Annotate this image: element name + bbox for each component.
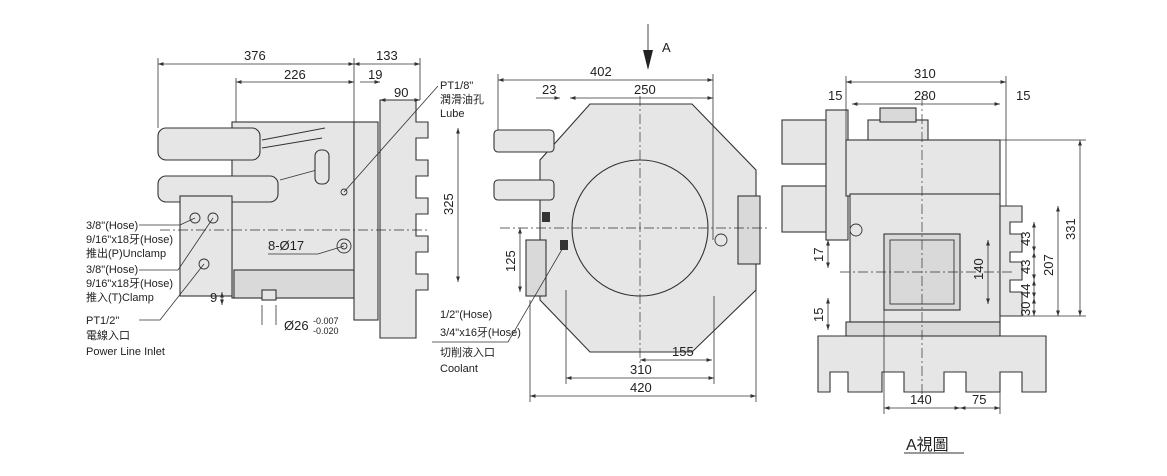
dim-a-207: 207 — [1041, 254, 1056, 276]
a-cylinder-lower — [781, 185, 829, 233]
dim-376: 376 — [244, 48, 266, 63]
dim-325: 325 — [441, 193, 456, 215]
clamp-port-icon — [207, 212, 219, 224]
dim-shaft: Ø26 — [284, 318, 309, 333]
dim-8-holes: 8-Ø17 — [268, 238, 304, 253]
front-view — [432, 24, 770, 402]
power-zh: 電線入口 — [86, 328, 130, 342]
front-tab-right — [737, 195, 761, 265]
dim-a-75: 75 — [972, 392, 986, 407]
a-valve-cap — [879, 107, 917, 123]
dim-a-43a: 43 — [1018, 232, 1033, 246]
unclamp-port-icon — [189, 212, 201, 224]
leader-bolts — [268, 245, 345, 255]
power-en: Power Line Inlet — [86, 346, 165, 358]
unclamp-thread: 9/16"x18牙(Hose) — [86, 234, 173, 246]
dim-a-331: 331 — [1063, 218, 1078, 240]
dim-125: 125 — [503, 250, 518, 272]
side-flange — [353, 121, 379, 321]
lube-fitting — [314, 149, 330, 185]
bolt-hole-icon — [336, 238, 352, 254]
dim-a-280: 280 — [914, 88, 936, 103]
a-cylinder-upper — [781, 119, 829, 165]
unclamp-label: 推出(P)Unclamp — [86, 246, 166, 260]
side-base — [233, 269, 355, 299]
dim-a-140-v: 140 — [971, 258, 986, 280]
dim-90: 90 — [394, 85, 408, 100]
a-cylinder-body — [825, 109, 849, 241]
leader-lube — [343, 85, 439, 193]
dim-402: 402 — [590, 64, 612, 79]
leader-unclamp — [139, 217, 196, 226]
dim-310-front: 310 — [630, 362, 652, 377]
dim-a-30: 30 — [1018, 302, 1033, 316]
dim-a-43b: 43 — [1018, 260, 1033, 274]
leader-coolant — [432, 245, 565, 343]
side-table-teeth — [379, 99, 429, 339]
unclamp-hose: 3/8"(Hose) — [86, 220, 138, 232]
dim-shaft-tol-upper: -0.007 — [313, 316, 339, 326]
view-arrow-icon — [643, 50, 653, 70]
dim-a-15-left: 15 — [828, 88, 842, 103]
dim-155: 155 — [672, 344, 694, 359]
lube-port-icon — [340, 188, 348, 196]
front-fitting-upper — [493, 129, 555, 153]
coolant-port-icon — [560, 240, 568, 250]
power-size: PT1/2" — [86, 315, 119, 327]
dim-19: 19 — [368, 67, 382, 82]
front-bolt-icon — [714, 233, 728, 247]
side-shaft — [261, 289, 277, 301]
coolant-en: Coolant — [440, 363, 478, 375]
view-arrow-label: A — [662, 40, 671, 55]
clamp-hose: 3/8"(Hose) — [86, 264, 138, 276]
upper-cylinder — [157, 127, 261, 161]
front-tab-left — [525, 239, 547, 297]
cylinder-body — [179, 195, 233, 297]
a-view-title: A視圖 — [906, 436, 949, 454]
clamp-label: 推入(T)Clamp — [86, 290, 154, 304]
coolant-hose: 1/2"(Hose) — [440, 309, 492, 321]
a-motor-housing — [845, 139, 1001, 197]
clamp-thread: 9/16"x18牙(Hose) — [86, 278, 173, 290]
dim-23: 23 — [542, 82, 556, 97]
coolant-thread: 3/4"x16牙(Hose) — [440, 327, 521, 339]
lube-en: Lube — [440, 108, 464, 120]
dim-a-44: 44 — [1018, 284, 1033, 298]
bolt-hole-inner — [340, 242, 348, 250]
leader-power — [139, 263, 205, 321]
dim-226: 226 — [284, 67, 306, 82]
a-base-teeth — [817, 335, 1047, 393]
front-fitting-lower — [493, 179, 555, 201]
dim-250: 250 — [634, 82, 656, 97]
lube-port-front-icon — [542, 212, 550, 222]
dim-133: 133 — [376, 48, 398, 63]
side-view — [139, 58, 439, 339]
lube-size: PT1/8" — [440, 80, 473, 92]
a-view — [781, 76, 1086, 454]
a-base-plate — [845, 321, 1001, 337]
dim-a-15-right: 15 — [1016, 88, 1030, 103]
dim-a-310: 310 — [914, 66, 936, 81]
dim-a-15b: 15 — [811, 308, 826, 322]
a-side-port-icon — [849, 223, 863, 237]
dim-a-17: 17 — [811, 248, 826, 262]
coolant-zh: 切削液入口 — [440, 345, 495, 359]
lube-zh: 潤滑油孔 — [440, 92, 484, 106]
dim-shaft-tol-lower: -0.020 — [313, 326, 339, 336]
power-inlet-icon — [198, 258, 210, 270]
dim-a-140-h: 140 — [910, 392, 932, 407]
leader-clamp — [139, 217, 214, 271]
a-right-teeth — [999, 205, 1023, 317]
dim-9: 9 — [210, 290, 217, 305]
dim-420: 420 — [630, 380, 652, 395]
